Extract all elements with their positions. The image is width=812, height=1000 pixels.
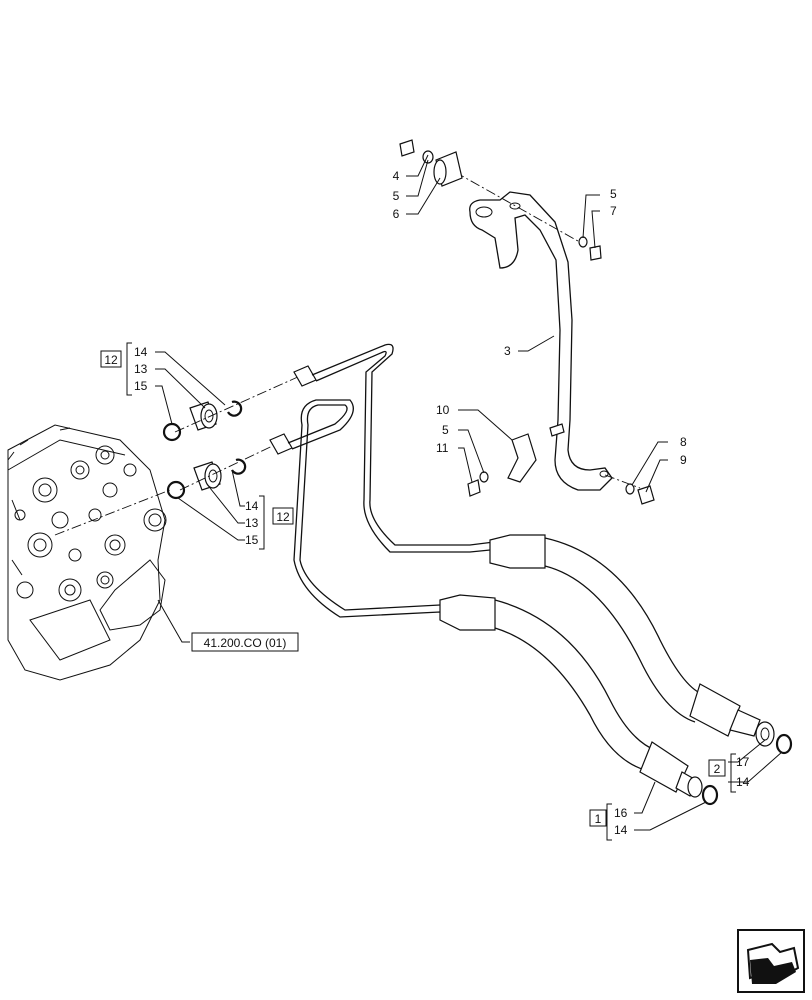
nut-11 [467, 479, 481, 497]
lower-fitting-group [166, 439, 286, 500]
callout-13: 13 [134, 362, 148, 376]
callout-8: 8 [680, 435, 687, 449]
bolt-9 [637, 485, 655, 505]
next-page-arrow-icon[interactable] [737, 929, 805, 993]
callout-5: 5 [442, 423, 449, 437]
bolt-4 [399, 139, 415, 157]
o-ring-15-upper [162, 422, 182, 442]
callout-3: 3 [504, 344, 511, 358]
assembly-boxes: 12 12 2 1 [100, 350, 726, 827]
callout-4: 4 [393, 169, 400, 183]
callout-14: 14 [245, 499, 259, 513]
hose-2 [489, 534, 793, 755]
leader-lines [155, 154, 783, 831]
callout-5: 5 [610, 187, 617, 201]
callout-6: 6 [393, 207, 400, 221]
assembly-box-2: 2 [714, 762, 721, 776]
o-ring-14-hose2 [775, 733, 793, 755]
upper-fitting-group [162, 375, 301, 442]
assembly-box-12: 12 [276, 510, 290, 524]
callout-7: 7 [610, 204, 617, 218]
callout-14: 14 [614, 823, 628, 837]
callout-16: 16 [614, 806, 628, 820]
o-ring-14-upper [227, 400, 243, 417]
lower-rigid-pipe [269, 399, 461, 618]
callout-17: 17 [736, 755, 750, 769]
hose-1 [439, 594, 719, 806]
clamp-10-assembly [467, 423, 655, 505]
callout-5: 5 [393, 189, 400, 203]
callout-15: 15 [134, 379, 148, 393]
spacer-and-bolt-upper [399, 139, 602, 261]
assembly-box-12: 12 [104, 353, 118, 367]
callout-11: 11 [436, 441, 449, 455]
callout-15: 15 [245, 533, 259, 547]
callout-brackets [126, 342, 736, 841]
control-valve-block [7, 424, 171, 681]
nut-7 [589, 245, 602, 261]
callout-labels: 4 5 6 5 7 3 10 5 11 8 9 14 13 15 14 13 1… [134, 169, 750, 837]
clamp-10 [507, 433, 537, 483]
o-ring-14-hose1 [701, 784, 719, 806]
callout-10: 10 [436, 403, 450, 417]
callout-9: 9 [680, 453, 687, 467]
reference-link[interactable]: 41.200.CO (01) [191, 632, 299, 652]
o-ring-15-lower [166, 480, 186, 500]
reference-label: 41.200.CO (01) [204, 636, 287, 650]
callout-14: 14 [134, 345, 148, 359]
assembly-box-1: 1 [595, 812, 602, 826]
callout-13: 13 [245, 516, 259, 530]
upper-rigid-pipe [293, 343, 511, 553]
bracket-3 [454, 171, 641, 491]
o-ring-14-lower [231, 458, 247, 475]
callout-14: 14 [736, 775, 750, 789]
